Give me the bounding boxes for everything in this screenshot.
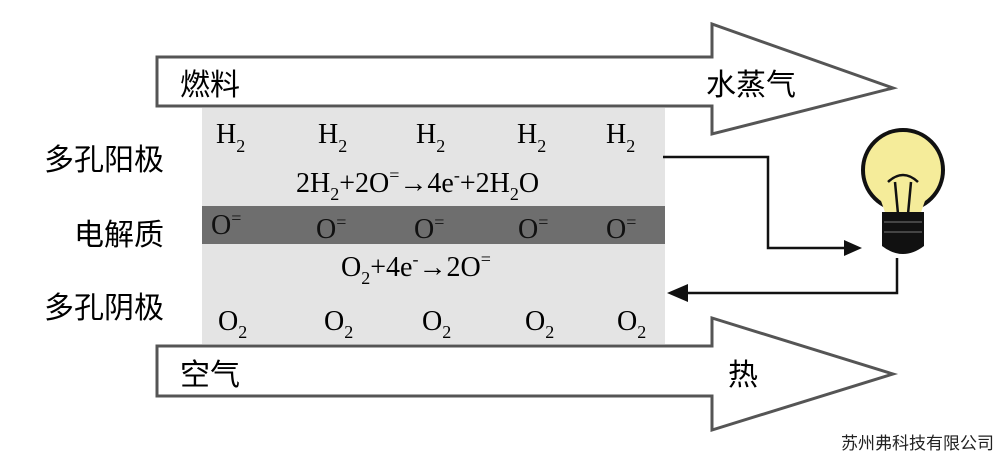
electrolyte-ions: O= O= O= O= O= xyxy=(211,208,636,245)
circuit-wire-cathode xyxy=(688,258,899,295)
circuit-arrowhead-to-cathode xyxy=(667,284,688,302)
anode-species-item: H2 xyxy=(216,119,245,156)
bottom-arrow-right-label: 热 xyxy=(728,358,758,393)
cathode-species-item: O2 xyxy=(525,306,554,342)
cathode-equation: O2+4e-→2O= xyxy=(341,249,491,288)
electrolyte-band xyxy=(202,206,665,244)
bottom-arrow-left-label: 空气 xyxy=(180,358,240,393)
electrolyte-label: 电解质 xyxy=(74,218,164,253)
bottom-flow-arrow xyxy=(155,315,899,433)
cathode-species: O2 O2 O2 O2 O2 xyxy=(218,306,646,342)
top-arrow-right-label: 水蒸气 xyxy=(706,68,796,103)
anode-species-item: H2 xyxy=(517,119,546,156)
anode-label: 多孔阳极 xyxy=(44,143,164,178)
circuit-arrowhead-to-bulb xyxy=(844,240,862,256)
anode-species-item: H2 xyxy=(606,119,635,156)
electrolyte-ion: O= xyxy=(606,212,636,245)
cathode-species-item: O2 xyxy=(324,306,353,342)
anode-species-item: H2 xyxy=(416,119,445,156)
electrolyte-ion: O= xyxy=(518,212,548,245)
anode-species-item: H2 xyxy=(318,119,347,156)
light-bulb-icon xyxy=(861,128,945,254)
electrolyte-ion: O= xyxy=(211,208,241,241)
electrolyte-ion: O= xyxy=(316,212,346,245)
top-flow-arrow xyxy=(155,21,899,136)
cathode-species-item: O2 xyxy=(617,306,646,342)
cathode-label: 多孔阴极 xyxy=(44,291,164,326)
circuit-wire-anode xyxy=(663,155,846,250)
cathode-species-item: O2 xyxy=(218,306,247,342)
watermark-text: 苏州弗科技有限公司 xyxy=(841,434,994,454)
cathode-species-item: O2 xyxy=(422,306,451,342)
anode-equation: 2H2+2O=→4e-+2H2O xyxy=(296,165,539,204)
top-arrow-left-label: 燃料 xyxy=(180,68,240,103)
electrolyte-ion: O= xyxy=(414,212,444,245)
anode-species: H2 H2 H2 H2 H2 xyxy=(216,119,635,156)
